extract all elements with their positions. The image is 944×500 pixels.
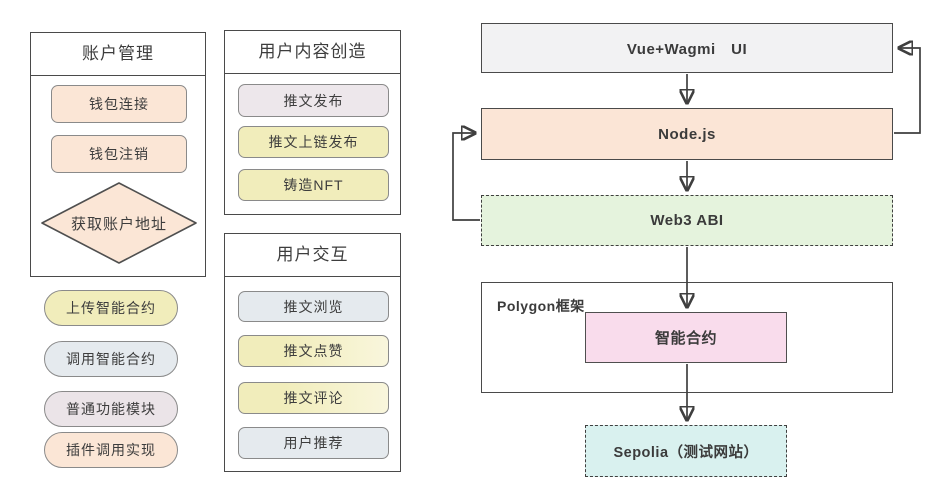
decision-diamond-get-account-address: 获取账户地址 bbox=[39, 180, 199, 266]
legend-normal-function-module: 普通功能模块 bbox=[44, 391, 178, 427]
flow-node-nodejs: Node.js bbox=[481, 108, 893, 160]
flow-node-web3-abi: Web3 ABI bbox=[481, 195, 893, 246]
polygon-framework-label: Polygon框架 bbox=[497, 298, 585, 314]
flow-box-tweet-comment: 推文评论 bbox=[238, 382, 389, 414]
diamond-label: 获取账户地址 bbox=[70, 215, 167, 233]
flow-box-mint-nft: 铸造NFT bbox=[238, 169, 389, 201]
flow-node-smart-contract: 智能合约 bbox=[585, 312, 787, 363]
flow-node-vue-wagmi-ui: Vue+Wagmi UI bbox=[481, 23, 893, 73]
interaction-panel-title: 用户交互 bbox=[225, 234, 400, 277]
legend-plugin-call-implementation: 插件调用实现 bbox=[44, 432, 178, 468]
flow-box-wallet-connect: 钱包连接 bbox=[51, 85, 187, 123]
user-interaction-panel: 用户交互 推文浏览 推文点赞 推文评论 用户推荐 bbox=[224, 233, 401, 472]
flow-box-wallet-logout: 钱包注销 bbox=[51, 135, 187, 173]
flow-box-tweet-browse: 推文浏览 bbox=[238, 291, 389, 322]
flow-box-tweet-like: 推文点赞 bbox=[238, 335, 389, 367]
account-panel-title: 账户管理 bbox=[31, 33, 205, 76]
user-content-creation-panel: 用户内容创造 推文发布 推文上链发布 铸造NFT bbox=[224, 30, 401, 215]
flow-box-user-recommend: 用户推荐 bbox=[238, 427, 389, 459]
legend-upload-smart-contract: 上传智能合约 bbox=[44, 290, 178, 326]
flow-node-sepolia-testnet: Sepolia（测试网站） bbox=[585, 425, 787, 477]
diamond-shape bbox=[41, 182, 197, 264]
content-panel-title: 用户内容创造 bbox=[225, 31, 400, 74]
flow-box-tweet-onchain-publish: 推文上链发布 bbox=[238, 126, 389, 158]
legend-call-smart-contract: 调用智能合约 bbox=[44, 341, 178, 377]
arrow-loop-node-to-vue bbox=[894, 48, 921, 134]
account-management-panel: 账户管理 钱包连接 钱包注销 获取账户地址 bbox=[30, 32, 206, 277]
arrow-loop-web3-to-node bbox=[452, 133, 480, 221]
flow-box-tweet-publish: 推文发布 bbox=[238, 84, 389, 117]
